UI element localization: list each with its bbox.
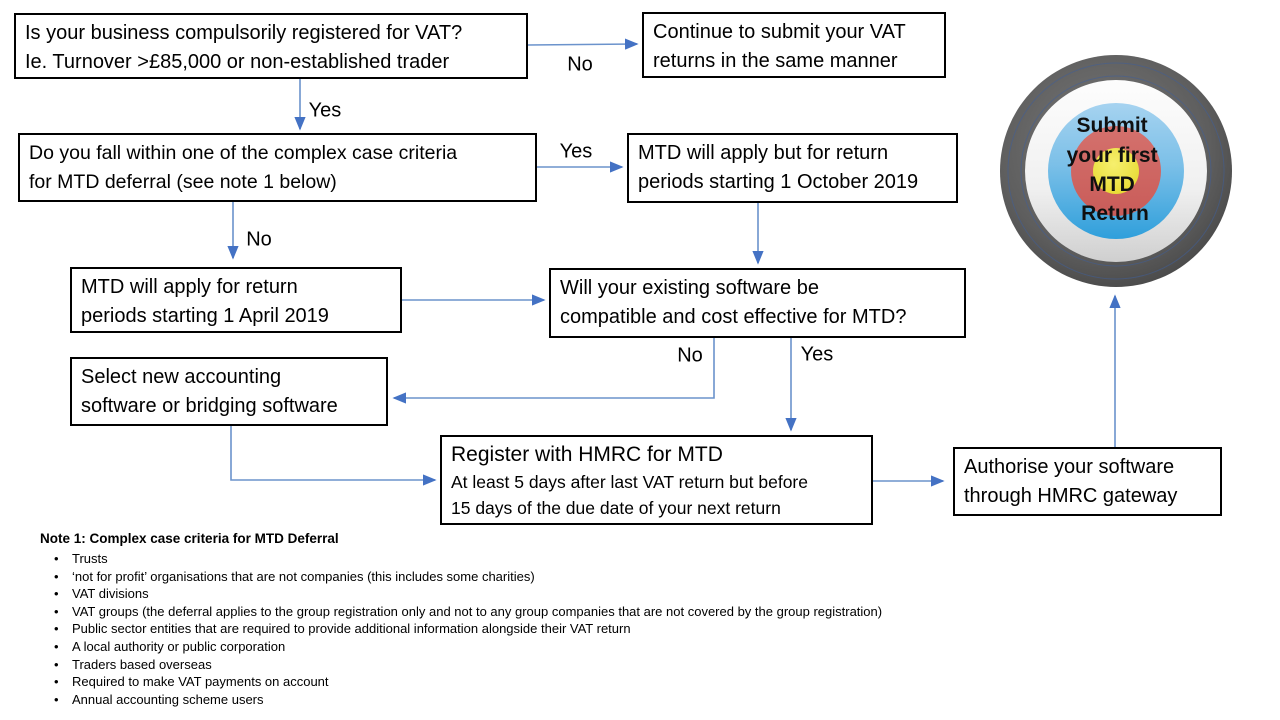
- box-continue-same-manner: Continue to submit your VAT returns in t…: [642, 12, 946, 78]
- note-item-annual-accounting: Annual accounting scheme users: [40, 691, 882, 709]
- box-april-line2: periods starting 1 April 2019: [81, 305, 329, 327]
- edge-label-yes-register: Yes: [800, 343, 834, 366]
- arrow-select-to-register: [230, 426, 437, 486]
- box-select-line1: Select new accounting: [81, 366, 282, 388]
- box-complex-line1: Do you fall within one of the complex ca…: [29, 142, 458, 164]
- box-vat-registered-line1: Is your business compulsorily registered…: [25, 22, 463, 44]
- target-caption-line4: Return: [1081, 202, 1149, 225]
- edge-label-yes-october: Yes: [559, 140, 593, 163]
- box-register-line2: At least 5 days after last VAT return bu…: [451, 472, 808, 492]
- target-ring-line-inner: [1020, 75, 1212, 267]
- note-1-list: Trusts ‘not for profit’ organisations th…: [40, 550, 882, 708]
- box-authorise-line2: through HMRC gateway: [964, 485, 1178, 507]
- note-item-trusts: Trusts: [40, 550, 882, 568]
- note-item-local-authority: A local authority or public corporation: [40, 638, 882, 656]
- target-rings: [1000, 55, 1232, 287]
- note-1-title: Note 1: Complex case criteria for MTD De…: [40, 531, 339, 546]
- note-item-public-sector: Public sector entities that are required…: [40, 620, 882, 638]
- box-vat-registered-question: Is your business compulsorily registered…: [14, 13, 528, 79]
- box-mtd-april: MTD will apply for return periods starti…: [70, 267, 402, 333]
- box-select-new-software: Select new accounting software or bridgi…: [70, 357, 388, 426]
- note-item-vat-groups: VAT groups (the deferral applies to the …: [40, 603, 882, 621]
- box-select-line2: software or bridging software: [81, 395, 338, 417]
- box-register-hmrc: Register with HMRC for MTD At least 5 da…: [440, 435, 873, 525]
- arrow-no-to-select-software: [392, 338, 715, 404]
- edge-label-no-april: No: [246, 228, 272, 251]
- box-software-line2: compatible and cost effective for MTD?: [560, 306, 907, 328]
- edge-label-yes-complex: Yes: [308, 99, 342, 122]
- note-item-payments-on-account: Required to make VAT payments on account: [40, 673, 882, 691]
- target-yellow-bull: [1093, 148, 1139, 194]
- target-ring-line-outer: [1007, 62, 1225, 280]
- box-software-compatible-question: Will your existing software be compatibl…: [549, 268, 966, 338]
- box-register-heading: Register with HMRC for MTD: [451, 443, 723, 466]
- box-april-line1: MTD will apply for return: [81, 276, 298, 298]
- box-october-line2: periods starting 1 October 2019: [638, 171, 919, 193]
- target-caption: Submit your first MTD Return: [1067, 114, 1164, 225]
- box-software-line1: Will your existing software be: [560, 277, 819, 299]
- box-register-line3: 15 days of the due date of your next ret…: [451, 498, 781, 518]
- note-item-traders-overseas: Traders based overseas: [40, 656, 882, 674]
- arrow-no-to-continue: [527, 38, 639, 50]
- box-continue-line1: Continue to submit your VAT: [653, 21, 906, 43]
- box-continue-line2: returns in the same manner: [653, 50, 898, 72]
- target-caption-line3: MTD: [1089, 173, 1135, 196]
- box-complex-line2: for MTD deferral (see note 1 below): [29, 171, 337, 193]
- box-complex-case-question: Do you fall within one of the complex ca…: [18, 133, 537, 202]
- box-october-line1: MTD will apply but for return: [638, 142, 889, 164]
- edge-label-no-top: No: [567, 53, 593, 76]
- note-item-vat-divisions: VAT divisions: [40, 585, 882, 603]
- box-mtd-october: MTD will apply but for return periods st…: [627, 133, 958, 203]
- box-vat-registered-line2: Ie. Turnover >£85,000 or non-established…: [25, 51, 450, 73]
- box-authorise-line1: Authorise your software: [964, 456, 1175, 478]
- target-caption-line2: your first: [1067, 144, 1158, 167]
- edge-label-no-select: No: [677, 344, 703, 367]
- note-1-section: Note 1: Complex case criteria for MTD De…: [40, 529, 882, 708]
- box-authorise-software: Authorise your software through HMRC gat…: [953, 447, 1222, 516]
- target-caption-line1: Submit: [1076, 114, 1147, 137]
- note-item-not-for-profit: ‘not for profit’ organisations that are …: [40, 568, 882, 586]
